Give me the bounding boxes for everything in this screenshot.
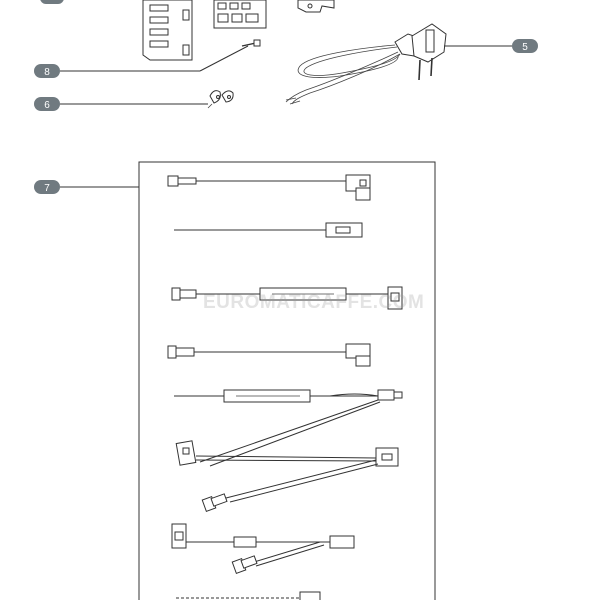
power-cord-part [285, 23, 447, 105]
callout-8: 8 [34, 64, 60, 78]
callout-6: 6 [34, 97, 60, 111]
circuit-board-part [213, 0, 267, 29]
wire-harness-8-partial [176, 591, 321, 600]
watermark: EUROMATICAFFE.COM [203, 292, 424, 313]
wire-harness-2 [174, 222, 363, 238]
wire-harness-4 [167, 343, 371, 367]
screw-part [241, 39, 261, 47]
electronic-box-part [142, 0, 193, 61]
terminals-part [207, 90, 234, 109]
callout-5: 5 [512, 39, 538, 53]
callout-6-label: 6 [44, 100, 50, 111]
wire-harness-7 [171, 523, 355, 574]
callout-7-label: 7 [44, 183, 50, 194]
wire-harness-1 [167, 174, 371, 201]
wire-harness-6 [175, 399, 399, 512]
wire-harness-5 [174, 389, 403, 403]
wiring-harness-box [138, 161, 436, 600]
leader-line-8b [199, 45, 249, 72]
wire-harness-3 [171, 286, 403, 310]
callout-5-label: 5 [522, 42, 528, 53]
callout-badge-partial [40, 0, 64, 4]
connector-part [297, 0, 335, 13]
callout-8-label: 8 [44, 67, 50, 78]
callout-7: 7 [34, 180, 60, 194]
